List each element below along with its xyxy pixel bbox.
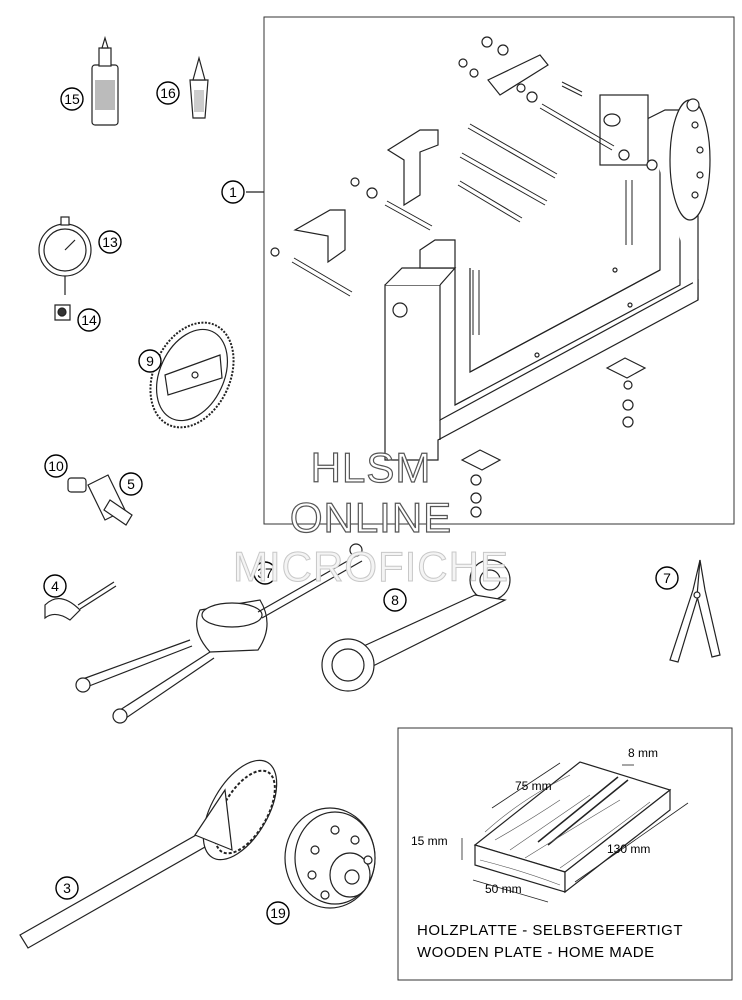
callout-3: 3 — [63, 880, 71, 896]
callout-4: 4 — [51, 578, 59, 594]
callout-15: 15 — [64, 91, 80, 107]
dim-groove-depth-label: 50 mm — [485, 882, 522, 896]
loctite-bottle — [91, 35, 119, 126]
flywheel-puller — [284, 807, 376, 909]
callout-16: 16 — [160, 85, 176, 101]
callout-9: 9 — [146, 353, 154, 369]
loctite-tube — [189, 55, 209, 119]
dim-length-label: 130 mm — [607, 842, 650, 856]
engine-stand-frame — [246, 16, 735, 525]
note-german: HOLZPLATTE - SELBSTGEFERTIGT — [417, 922, 683, 939]
holding-tool — [19, 759, 278, 949]
dial-gauge — [38, 216, 92, 321]
callout-5: 5 — [127, 476, 135, 492]
callout-10: 10 — [48, 458, 64, 474]
segment-tool — [44, 581, 117, 621]
callout-labels: 1 15 16 13 14 9 10 5 4 37 8 7 3 19 — [48, 85, 671, 921]
callout-1: 1 — [229, 184, 237, 200]
dim-groove-width-label: 8 mm — [628, 746, 658, 760]
callout-13: 13 — [102, 234, 118, 250]
circlip-pliers — [669, 559, 721, 663]
dimension-labels: 75 mm 8 mm 15 mm 130 mm 50 mm — [411, 746, 658, 896]
note-english: WOODEN PLATE - HOME MADE — [417, 944, 655, 961]
puller-tool — [75, 543, 363, 724]
callout-circles — [43, 81, 679, 925]
wooden-plate-panel — [397, 727, 733, 981]
dim-width-label: 75 mm — [515, 779, 552, 793]
callout-8: 8 — [391, 592, 399, 608]
holding-wrench — [321, 559, 511, 692]
degree-disc — [149, 321, 235, 429]
dim-height-label: 15 mm — [411, 834, 448, 848]
bushing-and-extractor — [67, 474, 133, 526]
callout-19: 19 — [270, 905, 286, 921]
callout-7: 7 — [663, 570, 671, 586]
callout-14: 14 — [81, 312, 97, 328]
callout-37: 37 — [257, 565, 273, 581]
